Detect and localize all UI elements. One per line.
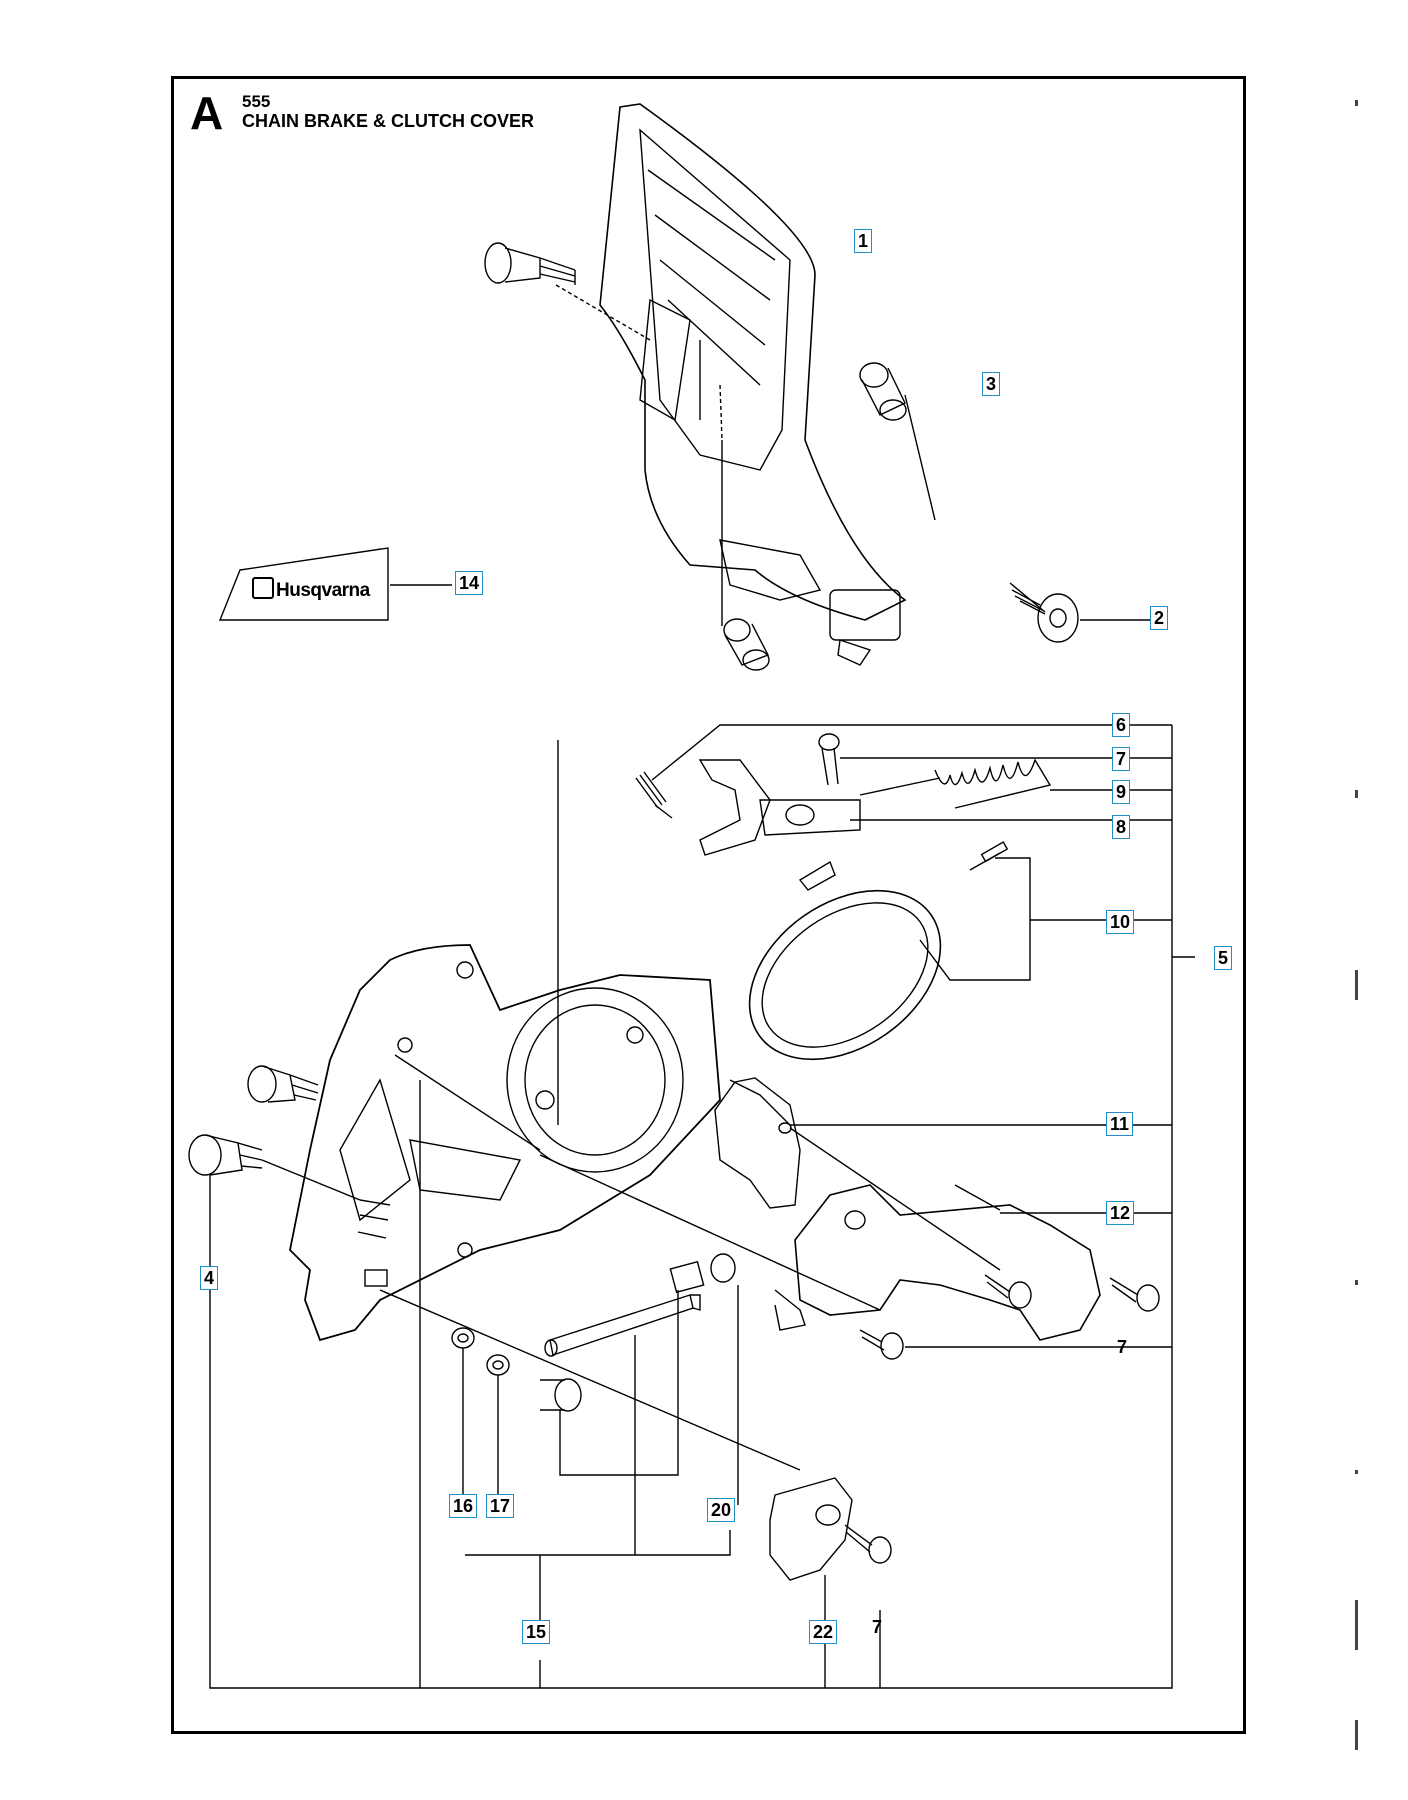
- callout-12[interactable]: 12: [1106, 1201, 1135, 1225]
- crown-icon: [252, 577, 274, 599]
- part-12-cover-arm: [774, 1184, 1101, 1341]
- diagram-title: CHAIN BRAKE & CLUTCH COVER: [242, 111, 534, 131]
- washers: [451, 1327, 510, 1376]
- part-4-nut: [188, 1065, 319, 1176]
- husqvarna-logo: Husqvarna: [252, 577, 370, 602]
- callout-10[interactable]: 10: [1106, 910, 1135, 934]
- part-2-screw: [1009, 582, 1079, 643]
- callout-7-right[interactable]: 7: [1117, 1337, 1128, 1357]
- callout-4[interactable]: 4: [200, 1266, 219, 1290]
- model-number: 555: [242, 92, 271, 111]
- callout-8[interactable]: 8: [1112, 815, 1131, 839]
- callout-11[interactable]: 11: [1106, 1112, 1134, 1136]
- callout-7[interactable]: 7: [1112, 747, 1131, 771]
- screw-7-group: [859, 1274, 1160, 1360]
- callout-1[interactable]: 1: [854, 229, 873, 253]
- part-14-decal: [218, 547, 389, 621]
- section-letter: A: [190, 87, 224, 139]
- callout-20[interactable]: 20: [707, 1498, 736, 1522]
- part-8-brake-lever: [698, 759, 861, 856]
- pin-sleeve: [669, 1253, 736, 1294]
- part-22-bracket: [769, 1477, 853, 1581]
- part-7-screw: [818, 733, 840, 786]
- part-9-spring: [859, 758, 1052, 809]
- diagram-frame: [171, 76, 1246, 1734]
- callout-2[interactable]: 2: [1150, 606, 1169, 630]
- callout-17[interactable]: 17: [486, 1494, 515, 1518]
- callout-15[interactable]: 15: [522, 1620, 551, 1644]
- part-11-cover-piece: [714, 1077, 801, 1209]
- screw-7-lower: [844, 1524, 892, 1564]
- callout-14[interactable]: 14: [455, 571, 484, 595]
- callout-16[interactable]: 16: [449, 1494, 478, 1518]
- part-10-brake-band: [748, 841, 1009, 1061]
- clutch-cover-housing: [289, 944, 721, 1342]
- scan-margin-marks: [1355, 90, 1361, 1790]
- handle-pin: [484, 242, 576, 285]
- callout-5[interactable]: 5: [1214, 946, 1233, 970]
- callout-9[interactable]: 9: [1112, 780, 1131, 804]
- callout-6[interactable]: 6: [1112, 713, 1131, 737]
- callout-7-bottom[interactable]: 7: [872, 1617, 883, 1637]
- lower-bushing: [723, 618, 770, 671]
- part-6-bolt: [635, 771, 673, 819]
- callout-3[interactable]: 3: [982, 372, 1001, 396]
- part-1-hand-guard: [599, 103, 907, 666]
- callout-22[interactable]: 22: [809, 1620, 838, 1644]
- part-3-bushing: [859, 362, 907, 421]
- bushing-lower: [540, 1378, 582, 1412]
- pin-rod: [544, 1294, 701, 1357]
